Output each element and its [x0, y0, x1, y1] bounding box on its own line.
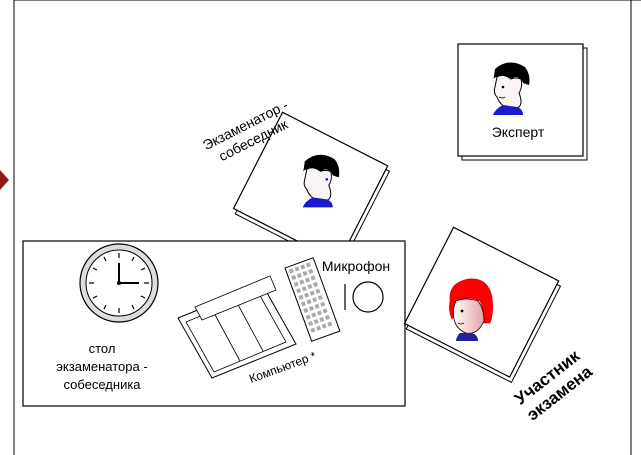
desk-label-line1: стол: [89, 341, 116, 356]
examiner-person-icon: [302, 154, 340, 208]
page-border: [13, 0, 641, 455]
examiner-desk: стол экзаменатора - собеседника: [22, 240, 406, 407]
microphone-icon: [344, 281, 384, 313]
participant-person-icon: [449, 278, 493, 341]
edge-marker-icon: [0, 170, 9, 190]
desk-label-line3: собеседника: [63, 377, 141, 392]
laptop-icon: [177, 275, 297, 379]
expert-person-icon: [493, 62, 530, 115]
microphone-label: Микрофон: [322, 258, 390, 274]
keyboard-icon: [284, 257, 341, 342]
expert-card: Эксперт: [457, 43, 588, 161]
examiner-card: [232, 111, 391, 269]
clock-icon: [79, 243, 159, 323]
desk-label-line2: экзаменатора -: [56, 359, 147, 374]
expert-label: Эксперт: [492, 124, 545, 140]
